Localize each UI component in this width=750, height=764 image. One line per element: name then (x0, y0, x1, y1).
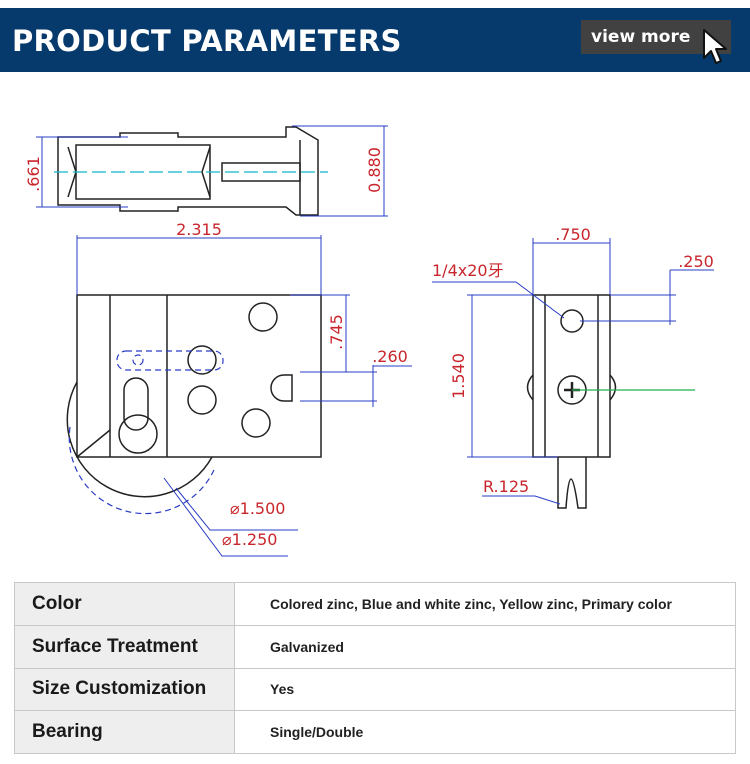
dim-top-right: 0.880 (365, 147, 384, 193)
param-label-size: Size Customization (14, 667, 235, 712)
dim-diameter-outer: ⌀1.500 (230, 499, 285, 518)
table-row: Color Colored zinc, Blue and white zinc,… (14, 582, 736, 626)
technical-drawing: .661 0.880 2.315 .745 .260 ⌀1.500 ⌀1 (24, 125, 714, 557)
table-row: Bearing Single/Double (14, 710, 736, 754)
parameters-table: Color Colored zinc, Blue and white zinc,… (14, 582, 736, 754)
front-view-dimensions (76, 235, 412, 557)
front-view (66, 294, 322, 498)
dim-front-hole: .745 (327, 314, 346, 350)
dim-diameter-inner: ⌀1.250 (222, 530, 277, 549)
table-row: Size Customization Yes (14, 667, 736, 712)
dim-top-left: .661 (24, 156, 43, 192)
top-view (57, 126, 319, 216)
param-value-surface: Galvanized (234, 624, 736, 669)
dim-thread: 1/4x20牙 (432, 261, 504, 280)
page-title: PRODUCT PARAMETERS (12, 24, 402, 58)
side-view (526, 294, 617, 509)
top-view-dimensions (36, 125, 388, 217)
dim-radius: R.125 (483, 477, 529, 496)
param-value-bearing: Single/Double (234, 710, 736, 754)
dim-front-width: 2.315 (176, 220, 222, 239)
dim-front-slot: .260 (372, 347, 408, 366)
param-label-surface: Surface Treatment (14, 624, 235, 669)
dim-side-offset: .250 (678, 252, 714, 271)
cursor-icon (703, 29, 727, 64)
dim-side-width: .750 (555, 225, 591, 244)
side-view-dimensions (432, 238, 714, 505)
param-label-color: Color (14, 582, 235, 626)
param-value-color: Colored zinc, Blue and white zinc, Yello… (234, 582, 736, 626)
table-row: Surface Treatment Galvanized (14, 624, 736, 669)
param-label-bearing: Bearing (14, 710, 235, 754)
front-view-hidden (68, 350, 224, 515)
dim-side-height: 1.540 (449, 353, 468, 399)
param-value-size: Yes (234, 667, 736, 712)
